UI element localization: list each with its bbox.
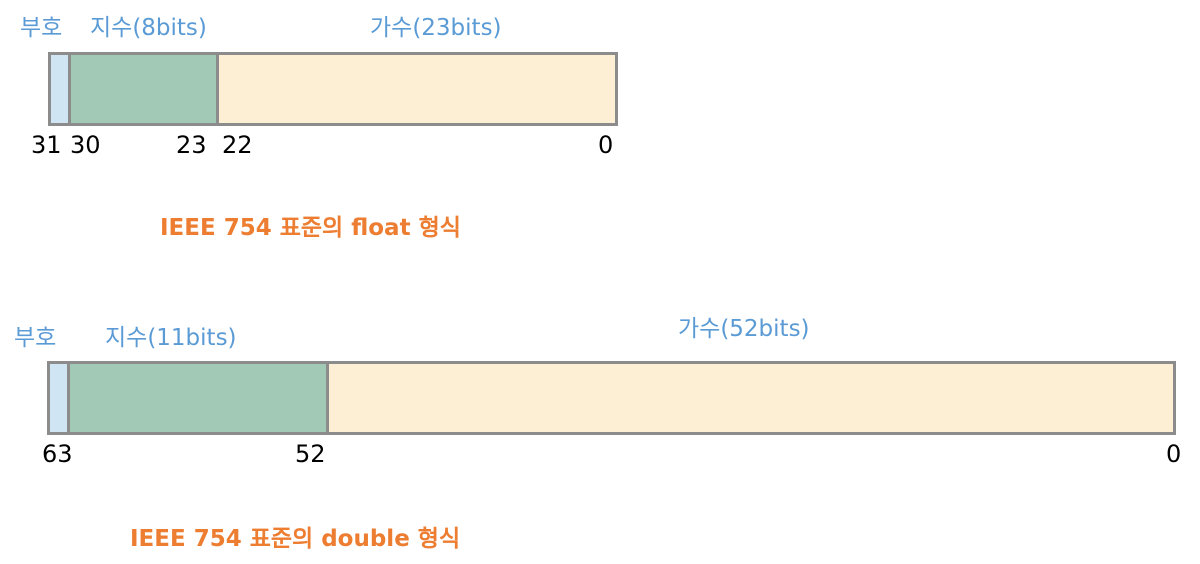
float-sign-label: 부호: [20, 15, 63, 41]
float-bit-23: 23: [176, 131, 207, 159]
double-mantissa-field: [329, 364, 1173, 432]
float-exponent-field: [71, 55, 219, 123]
double-title: IEEE 754 표준의 double 형식: [130, 526, 461, 552]
double-exponent-field: [70, 364, 329, 432]
float-bit-31: 31: [31, 131, 62, 159]
float-sign-field: [51, 55, 71, 123]
float-bit-30: 30: [70, 131, 101, 159]
float-exponent-label: 지수(8bits): [90, 15, 207, 41]
double-bit-52: 52: [295, 440, 326, 468]
double-sign-label: 부호: [14, 325, 57, 351]
float-mantissa-label: 가수(23bits): [370, 15, 502, 41]
float-title: IEEE 754 표준의 float 형식: [160, 215, 461, 241]
double-mantissa-label: 가수(52bits): [678, 316, 810, 342]
float-bit-22: 22: [222, 131, 253, 159]
float-bit-layout: [48, 52, 618, 126]
double-sign-field: [50, 364, 70, 432]
float-bit-0: 0: [598, 131, 614, 159]
double-bit-layout: [47, 361, 1176, 435]
float-mantissa-field: [219, 55, 615, 123]
double-exponent-label: 지수(11bits): [105, 325, 237, 351]
double-bit-63: 63: [42, 440, 73, 468]
double-bit-0: 0: [1166, 440, 1182, 468]
